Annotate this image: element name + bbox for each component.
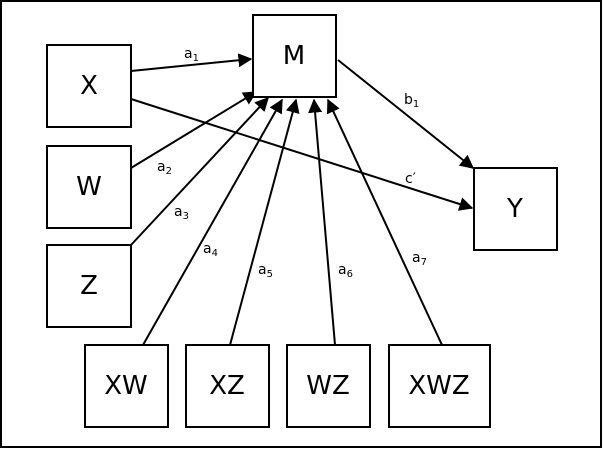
node-m: M	[252, 14, 337, 98]
node-m-label: M	[283, 41, 305, 71]
edge-xwz-to-m	[326, 98, 443, 346]
node-wz: WZ	[286, 344, 371, 428]
edge-w-to-m	[130, 91, 258, 169]
node-x-label: X	[80, 71, 98, 101]
node-w-label: W	[76, 172, 102, 202]
node-xw-label: XW	[104, 371, 148, 401]
edge-wz-to-m	[308, 98, 336, 346]
node-w: W	[46, 145, 132, 229]
node-y: Y	[473, 167, 558, 251]
edge-z-to-m	[130, 96, 269, 246]
edge-label-a4: a4	[203, 241, 218, 259]
edge-label-a1: a1	[184, 46, 199, 64]
node-xwz: XWZ	[388, 344, 491, 428]
edge-xw-to-m	[142, 98, 283, 346]
edge-x-to-y	[130, 98, 474, 211]
node-z: Z	[46, 244, 132, 328]
edge-label-a2: a2	[157, 159, 172, 177]
edge-x-to-m	[130, 53, 253, 72]
edge-label-a7: a7	[412, 250, 427, 268]
node-xz-label: XZ	[209, 371, 245, 401]
edge-xz-to-m	[229, 98, 300, 346]
edge-label-a5: a5	[258, 262, 273, 280]
node-x: X	[46, 44, 132, 128]
node-xw: XW	[84, 344, 169, 428]
node-xwz-label: XWZ	[408, 371, 469, 401]
edge-label-a6: a6	[338, 262, 353, 280]
edge-label-c-prime: c′	[405, 171, 416, 187]
edge-label-b1: b1	[404, 92, 419, 110]
node-wz-label: WZ	[306, 371, 350, 401]
node-xz: XZ	[185, 344, 270, 428]
node-z-label: Z	[80, 271, 98, 301]
node-y-label: Y	[506, 194, 523, 224]
edge-m-to-y	[337, 59, 475, 169]
edge-label-a3: a3	[174, 204, 189, 222]
